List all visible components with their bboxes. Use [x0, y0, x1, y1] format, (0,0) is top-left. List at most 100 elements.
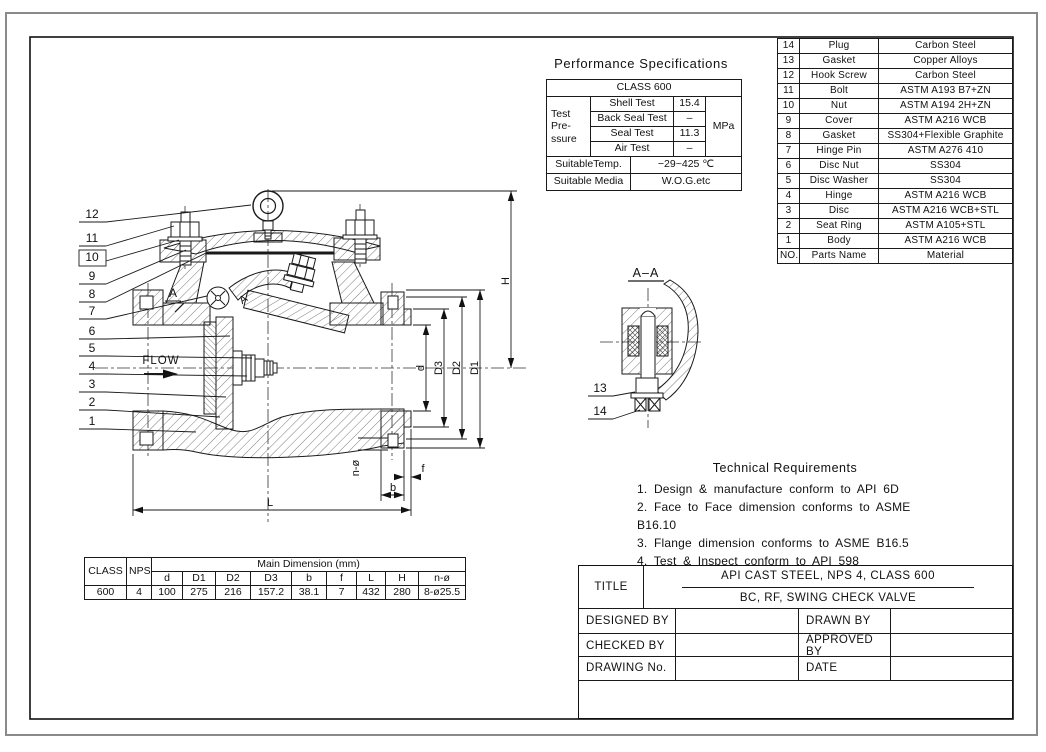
technical-requirement-item: 3. Flange dimension conforms to ASME B16…: [637, 536, 909, 550]
callout-8: 8: [89, 287, 96, 301]
section-aa-title: A–A: [633, 266, 660, 280]
class-col-header: CLASS: [84, 556, 127, 587]
callout-11: 11: [86, 231, 99, 245]
title-block-rows: DESIGNED BY DRAWN BY CHECKED BY APPROVED…: [579, 609, 1012, 680]
title-block-label: DATE: [798, 657, 890, 680]
part-number-cell: 3: [777, 203, 800, 219]
section-aa-view: A–A 13 14: [588, 266, 702, 428]
part-material-cell: ASTM A216 WCB: [878, 188, 1013, 204]
part-material-cell: ASTM A105+STL: [878, 218, 1013, 234]
callout-13: 13: [593, 381, 607, 395]
parts-row: 11 Bolt ASTM A193 B7+ZN: [777, 83, 1013, 99]
left-flange: [132, 289, 164, 451]
parts-row: 9 Cover ASTM A216 WCB: [777, 113, 1013, 129]
dimension-value-cell: 7: [326, 585, 357, 601]
dim-label-h: H: [500, 277, 512, 285]
part-number-cell: 8: [777, 128, 800, 144]
callout-labels: 12 11 10 9 8 7 6 5 4 3 2 1: [78, 204, 253, 433]
part-name-cell: Gasket: [799, 128, 879, 144]
parts-row: 2 Seat Ring ASTM A105+STL: [777, 218, 1013, 234]
main-dimension-header: Main Dimension (mm): [150, 556, 467, 573]
dimension-col-header: f: [326, 571, 357, 587]
parts-row: 12 Hook Screw Carbon Steel: [777, 68, 1013, 84]
part-number-cell: 12: [777, 68, 800, 84]
test-name-cell: Air Test: [590, 141, 674, 157]
technical-requirements-list: 1. Design & manufacture conform to API 6…: [637, 480, 937, 570]
part-number-cell: 6: [777, 158, 800, 174]
title-block-row: DESIGNED BY DRAWN BY: [579, 609, 1012, 633]
valve-body: [162, 261, 405, 459]
parts-row: 7 Hinge Pin ASTM A276 410: [777, 143, 1013, 159]
cover-bolt-left: [167, 211, 203, 266]
disc-nut-assembly: [283, 252, 317, 294]
part-name-cell: Hook Screw: [799, 68, 879, 84]
part-number-cell: 4: [777, 188, 800, 204]
part-number-cell: NO.: [777, 248, 800, 264]
part-number-cell: 11: [777, 83, 800, 99]
title-block-row: DRAWING No. DATE: [579, 656, 1012, 680]
part-name-cell: Gasket: [799, 53, 879, 69]
title-block-blank: [675, 633, 798, 658]
dimension-value-cell: 432: [356, 585, 386, 601]
title-block-label: CHECKED BY: [586, 639, 665, 652]
test-value-cell: 11.3: [673, 126, 706, 142]
test-name-cell: Seal Test: [590, 126, 674, 142]
dim-label-d: d: [415, 365, 427, 371]
part-name-cell: Cover: [799, 113, 879, 129]
performance-spec-table: CLASS 600 Test Pre- ssure Shell Test 15.…: [545, 79, 743, 191]
section-letter-a1: A: [169, 286, 177, 300]
dim-label-b: b: [390, 482, 396, 494]
cover-bolt-right: [342, 209, 378, 264]
media-value-cell: W.O.G.etc: [629, 173, 743, 191]
parts-row: 13 Gasket Copper Alloys: [777, 53, 1013, 69]
part-name-cell: Hinge: [799, 188, 879, 204]
temp-label-cell: SuitableTemp.: [546, 156, 631, 174]
callout-14: 14: [593, 404, 607, 418]
part-number-cell: 1: [777, 233, 800, 249]
parts-row: NO. Parts Name Material: [777, 248, 1013, 264]
callout-9: 9: [89, 269, 96, 283]
callout-6: 6: [89, 324, 96, 338]
right-flange: [380, 291, 412, 449]
part-number-cell: 9: [777, 113, 800, 129]
part-material-cell: Carbon Steel: [878, 68, 1013, 84]
dim-label-d1: D1: [469, 361, 481, 375]
seat-ring: [203, 321, 217, 415]
part-material-cell: SS304: [878, 173, 1013, 189]
part-material-cell: ASTM A276 410: [878, 143, 1013, 159]
dim-label-n: n-ø: [350, 459, 362, 476]
dim-label-d2: D2: [451, 361, 463, 375]
disc-washer-nut-stack: [232, 350, 278, 386]
part-name-cell: Nut: [799, 98, 879, 114]
media-label-cell: Suitable Media: [546, 173, 631, 191]
part-material-cell: ASTM A193 B7+ZN: [878, 83, 1013, 99]
drawing-title-line1: API CAST STEEL, NPS 4, CLASS 600: [682, 566, 974, 588]
parts-row: 8 Gasket SS304+Flexible Graphite: [777, 128, 1013, 144]
part-material-cell: SS304: [878, 158, 1013, 174]
part-name-cell: Disc Nut: [799, 158, 879, 174]
part-number-cell: 10: [777, 98, 800, 114]
test-pressure-label: Test Pre- ssure: [546, 96, 591, 157]
test-name-cell: Back Seal Test: [590, 111, 674, 127]
test-name-cell: Shell Test: [590, 96, 674, 112]
parts-row: 6 Disc Nut SS304: [777, 158, 1013, 174]
parts-row: 3 Disc ASTM A216 WCB+STL: [777, 203, 1013, 219]
title-block-blank: [890, 633, 1012, 658]
nps-col-header: NPS: [126, 556, 152, 587]
dimension-value-cell: 4: [126, 585, 152, 601]
part-number-cell: 5: [777, 173, 800, 189]
dimension-col-header: D1: [182, 571, 216, 587]
callout-3: 3: [89, 377, 96, 391]
title-block-label: DESIGNED BY: [586, 614, 670, 627]
class-header-cell: CLASS 600: [545, 79, 743, 97]
parts-list-table: 14 Plug Carbon Steel 13 Gasket Copper Al…: [777, 38, 1013, 264]
callout-10: 10: [85, 250, 99, 264]
title-block-label: DRAWN BY: [798, 609, 890, 633]
hinge-pin: [206, 286, 230, 310]
part-name-cell: Seat Ring: [799, 218, 879, 234]
technical-requirement-item: 2. Face to Face dimension conforms to AS…: [637, 500, 911, 532]
dim-label-l: L: [267, 497, 273, 509]
